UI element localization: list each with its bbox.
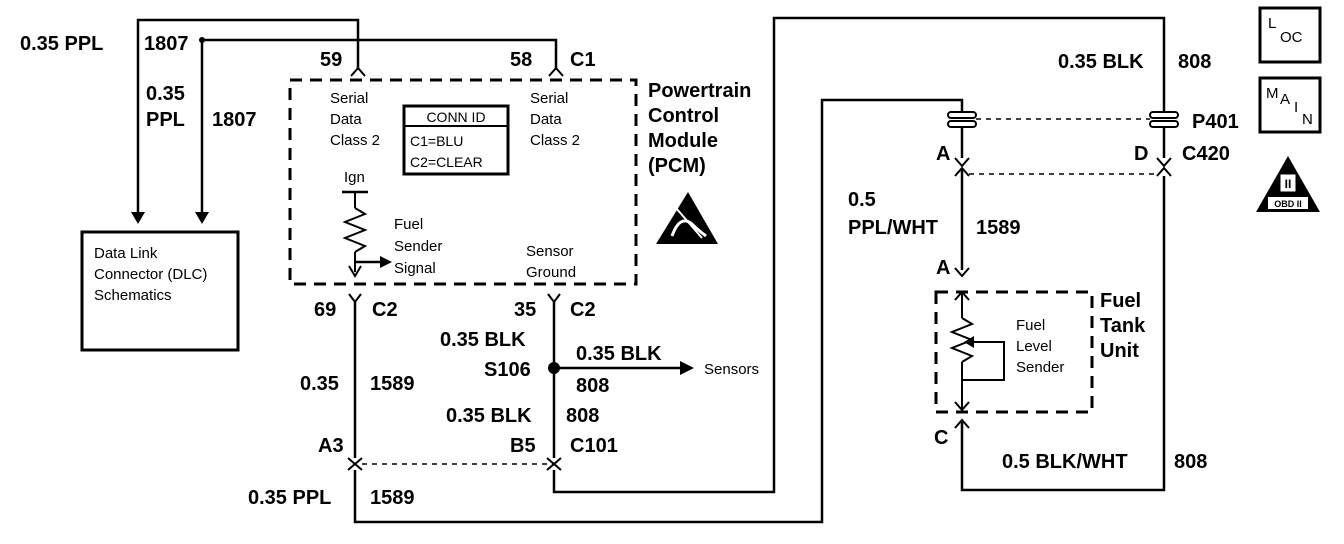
connector-c2-b: C2 [570, 299, 596, 321]
svg-text:OC: OC [1280, 29, 1303, 46]
sender-ground-color: 0.5 BLK/WHT [1002, 451, 1128, 473]
svg-text:I: I [1294, 99, 1298, 116]
sensors-circuit: 808 [576, 375, 609, 397]
fuel-sender-3: Signal [394, 260, 436, 277]
svg-text:II: II [1285, 177, 1292, 191]
sensors-color: 0.35 BLK [576, 343, 662, 365]
serial-right-1: Serial [530, 90, 568, 107]
fuel-level-sender-1: Fuel [1016, 317, 1045, 334]
ign-label: Ign [344, 169, 365, 186]
conn-id-c1: C1=BLU [410, 133, 463, 149]
connector-c2-a: C2 [372, 299, 398, 321]
pcm-out-size: 0.35 [300, 373, 339, 395]
serial-left-3: Class 2 [330, 132, 380, 149]
esd-warning-icon [656, 192, 718, 244]
fuel-sender-2: Sender [394, 238, 442, 255]
dlc-label-1: Data Link [94, 245, 158, 262]
connector-c420: C420 [1182, 143, 1230, 165]
sender-size: 0.5 [848, 189, 876, 211]
pcm-title-3: Module [648, 130, 718, 152]
pin-d-top: D [1134, 143, 1148, 165]
fuel-tank-unit-outline [934, 290, 1094, 414]
splice-label: S106 [484, 359, 531, 381]
pcm-outline [288, 78, 638, 286]
ground-lower: 0.35 BLK [446, 405, 532, 427]
pcm-title-2: Control [648, 105, 719, 127]
pin-a-tank: A [936, 257, 950, 279]
pcm-title-1: Powertrain [648, 80, 751, 102]
bottom-circuit: 1589 [370, 487, 415, 509]
svg-text:A: A [1280, 91, 1290, 108]
pin-58: 58 [510, 49, 532, 71]
serial-right-3: Class 2 [530, 132, 580, 149]
fuel-level-sender-3: Sender [1016, 359, 1064, 376]
serial-right-2: Data [530, 111, 562, 128]
top-left-circuit: 1807 [144, 33, 189, 55]
sensor-ground-2: Ground [526, 264, 576, 281]
pin-69: 69 [314, 299, 336, 321]
fuel-level-sender-2: Level [1016, 338, 1052, 355]
serial-left-1: Serial [330, 90, 368, 107]
fuel-sender-resistor [342, 207, 368, 253]
pin-59: 59 [320, 49, 342, 71]
svg-text:L: L [1268, 15, 1276, 32]
connector-p401: P401 [1192, 111, 1239, 133]
obd-ii-icon[interactable]: II OBD II [1256, 156, 1320, 212]
fuel-tank-title-2: Tank [1100, 315, 1146, 337]
ground-upper: 0.35 BLK [440, 329, 526, 351]
pin-a3: A3 [318, 435, 344, 457]
dlc-branch-circuit: 1807 [212, 109, 257, 131]
top-left-color: 0.35 PPL [20, 33, 103, 55]
sensors-label: Sensors [704, 361, 759, 378]
p401-plug-d [1149, 111, 1179, 128]
wiper-arrow-icon [964, 336, 974, 348]
pin-b5: B5 [510, 435, 536, 457]
pin-a-top: A [936, 143, 950, 165]
svg-text:OBD II: OBD II [1274, 199, 1302, 209]
conn-id-header: CONN ID [426, 109, 485, 125]
location-icon[interactable]: L OC [1258, 6, 1322, 64]
main-icon[interactable]: M A I N [1258, 76, 1322, 134]
sender-circuit: 1589 [976, 217, 1021, 239]
fuel-tank-title-1: Fuel [1100, 290, 1141, 312]
svg-text:N: N [1302, 111, 1313, 128]
dlc-box[interactable] [80, 230, 240, 352]
dlc-label-3: Schematics [94, 287, 172, 304]
pin-c-tank: C [934, 427, 948, 449]
bottom-color: 0.35 PPL [248, 487, 331, 509]
ground-top-right-circuit: 808 [1178, 51, 1211, 73]
sensors-arrow-icon [680, 361, 694, 375]
pcm-title-4: (PCM) [648, 155, 706, 177]
sensor-ground-1: Sensor [526, 243, 574, 260]
svg-text:M: M [1266, 85, 1279, 102]
sender-color: PPL/WHT [848, 217, 938, 239]
connector-c101: C101 [570, 435, 618, 457]
serial-left-2: Data [330, 111, 362, 128]
pin-35: 35 [514, 299, 536, 321]
connector-c1: C1 [570, 49, 596, 71]
dlc-label-2: Connector (DLC) [94, 266, 207, 283]
dlc-branch-size: 0.35 [146, 83, 185, 105]
conn-id-box: CONN ID C1=BLU C2=CLEAR [402, 104, 510, 176]
ground-top-right: 0.35 BLK [1058, 51, 1144, 73]
ground-lower-circuit: 808 [566, 405, 599, 427]
sender-ground-circuit: 808 [1174, 451, 1207, 473]
fuel-tank-title-3: Unit [1100, 340, 1139, 362]
dlc-branch-color: PPL [146, 109, 185, 131]
signal-arrow-icon [380, 256, 392, 268]
fuel-sender-1: Fuel [394, 216, 423, 233]
pcm-out-circuit: 1589 [370, 373, 415, 395]
conn-id-c2: C2=CLEAR [410, 154, 483, 170]
p401-plug-a [947, 111, 977, 128]
